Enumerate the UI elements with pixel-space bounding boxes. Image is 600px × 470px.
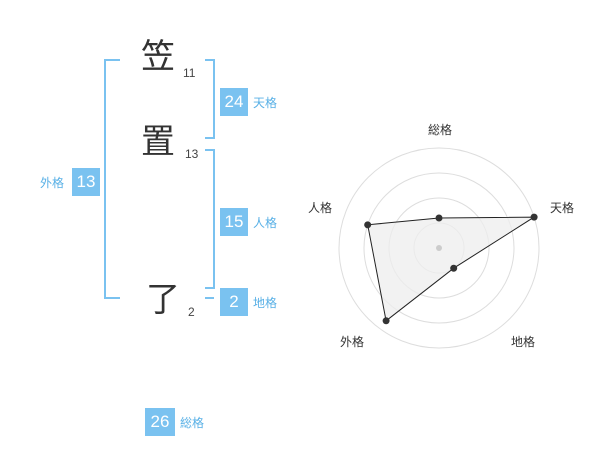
name-char-3: 了 bbox=[146, 280, 180, 320]
tenkaku-label: 天格 bbox=[253, 96, 278, 110]
gaikaku-label: 外格 bbox=[40, 176, 65, 190]
radar-point-3 bbox=[382, 317, 390, 325]
tenkaku-value: 24 bbox=[220, 88, 248, 116]
radar-label-chikaku: 地格 bbox=[511, 335, 536, 349]
radar-ring bbox=[338, 147, 540, 349]
radar-point-2 bbox=[450, 264, 458, 272]
radar-label-gaikaku: 外格 bbox=[340, 335, 365, 349]
radar-ring bbox=[363, 172, 515, 324]
stroke-count-2: 13 bbox=[185, 147, 199, 161]
outer-bracket bbox=[104, 59, 120, 299]
gaikaku-value: 13 bbox=[72, 168, 100, 196]
soukaku-label: 総格 bbox=[180, 416, 205, 430]
radar-center bbox=[436, 245, 442, 251]
chikaku-label: 地格 bbox=[253, 296, 278, 310]
jinkaku-bracket bbox=[205, 149, 215, 289]
radar-label-soukaku: 総格 bbox=[428, 123, 453, 137]
tenkaku-bracket bbox=[205, 59, 215, 139]
radar-label-tenkaku: 天格 bbox=[550, 201, 575, 215]
radar-point-1 bbox=[530, 213, 538, 221]
name-char-1: 笠 bbox=[141, 37, 175, 77]
jinkaku-label: 人格 bbox=[253, 216, 278, 230]
radar-point-4 bbox=[364, 221, 372, 229]
name-char-2: 置 bbox=[141, 122, 175, 162]
radar-point-0 bbox=[435, 214, 443, 222]
stroke-count-1: 11 bbox=[183, 66, 196, 80]
stroke-count-3: 2 bbox=[188, 305, 195, 319]
radar-label-jinkaku: 人格 bbox=[308, 201, 333, 215]
jinkaku-value: 15 bbox=[220, 208, 248, 236]
soukaku-value: 26 bbox=[145, 408, 175, 436]
chikaku-value: 2 bbox=[220, 288, 248, 316]
